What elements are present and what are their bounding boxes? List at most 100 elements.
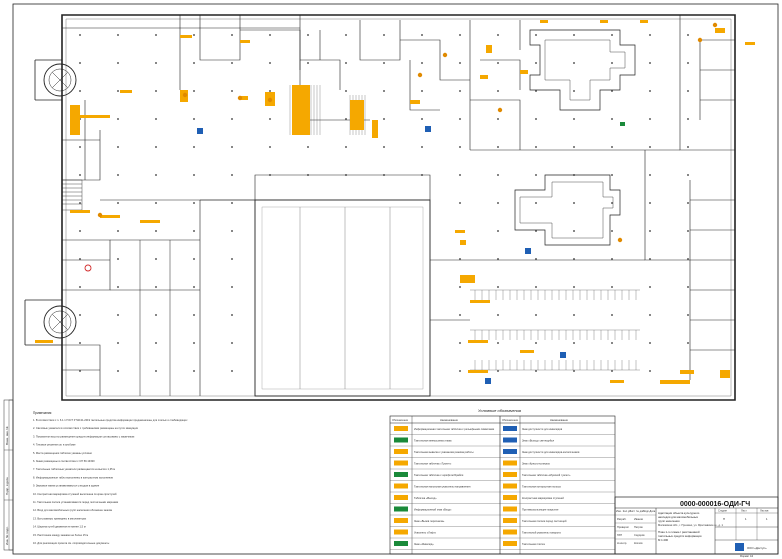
accessibility-sign-icon [197,128,203,134]
column-mark [611,314,613,316]
column-mark [193,118,195,120]
note-line: 4. Типовые решения см. в альбоме [33,443,76,447]
column-mark [611,118,613,120]
column-mark [535,202,537,204]
column-mark [117,286,119,288]
sheet-number: 1 [745,517,747,521]
note-line: 16. Для реализации проекта см. сопроводи… [33,541,109,545]
building-outline [61,14,736,401]
column-mark [687,230,689,232]
column-mark [193,342,195,344]
column-mark [231,258,233,260]
legend-header-1: Обозначение [392,418,409,422]
tactile-strip [460,240,466,245]
signer-role: Проверил [617,525,629,529]
column-mark [421,146,423,148]
column-mark [649,174,651,176]
legend-symbol-right [503,541,517,546]
legend-title: Условные обозначения [478,408,522,413]
legend-item-right: Тактильный указатель поворота [522,531,561,535]
column-mark [611,342,613,344]
column-mark [231,62,233,64]
tactile-strip [70,105,80,135]
column-mark [459,62,461,64]
column-mark [649,34,651,36]
column-mark [535,174,537,176]
column-mark [459,286,461,288]
signer-name: Петров [634,525,643,529]
column-mark [497,342,499,344]
tactile-point [237,95,243,101]
column-mark [573,118,575,120]
drawing-code: 0000-000016-ОДИ-ГЧ [680,501,750,508]
column-mark [345,118,347,120]
column-mark [193,370,195,372]
legend-item-left: Тактильная напольная указатель направлен… [414,485,471,489]
column-mark [155,230,157,232]
column-mark [193,286,195,288]
column-mark [535,286,537,288]
note-line: 7. Тактильные табличные указатели размещ… [33,467,115,471]
legend-symbol-right [503,472,517,477]
note-line: 6. Знаки размещены в соответствии с СП 5… [33,459,95,463]
column-mark [193,202,195,204]
column-mark [231,342,233,344]
tactile-strip [80,115,110,118]
column-mark [611,258,613,260]
column-mark [573,258,575,260]
column-mark [345,34,347,36]
column-mark [193,146,195,148]
column-mark [79,202,81,204]
accessibility-sign-icon-5 [485,378,491,384]
column-mark [231,370,233,372]
tactile-strip [100,215,120,218]
legend-item-right: Знак доступности для инвалидов [522,427,563,431]
legend-symbol-left [394,495,408,500]
column-mark [155,34,157,36]
column-mark [79,370,81,372]
stage-value: П [723,517,725,521]
column-mark [231,230,233,232]
column-mark [611,90,613,92]
column-mark [79,258,81,260]
tactile-strip [460,275,475,283]
column-mark [79,286,81,288]
column-mark [307,62,309,64]
column-mark [231,202,233,204]
column-mark [117,174,119,176]
column-mark [611,62,613,64]
tactile-strip [520,70,528,74]
column-mark [535,230,537,232]
legend-symbol-left [394,518,408,523]
legend-item-right: Противоскользящее покрытие [522,508,559,512]
tactile-point [97,212,103,218]
column-mark [117,90,119,92]
column-mark [535,258,537,260]
column-mark [573,314,575,316]
column-mark [649,370,651,372]
tactile-strip [660,380,690,384]
title-column-label: № док. [636,510,645,513]
tactile-point [442,52,448,58]
format-label: Формат А3 [740,554,754,558]
legend-item-right: Тактильная табличка «Мужской туалет» [522,473,571,477]
project-line-1: Адаптация объекта культурного [658,511,700,515]
column-mark [79,90,81,92]
sheet-title-1: План 1-го этажа с расстановкой [658,530,700,534]
note-line: 2. Световые указатели в соответствии с т… [33,426,139,430]
column-mark [155,258,157,260]
column-mark [611,174,613,176]
column-mark [383,146,385,148]
column-mark [231,314,233,316]
column-mark [155,370,157,372]
legend-symbol-left [394,483,408,489]
column-mark [79,146,81,148]
legend-symbol-right [503,518,517,523]
column-mark [155,314,157,316]
legend-item-left: Знак «Вызов персонала» [414,519,445,523]
column-mark [497,230,499,232]
company-name: ООО «Доступ» [747,546,767,550]
column-mark [459,370,461,372]
legend-item-left: Тактильная табличка с шрифтом Брайля [414,473,464,477]
